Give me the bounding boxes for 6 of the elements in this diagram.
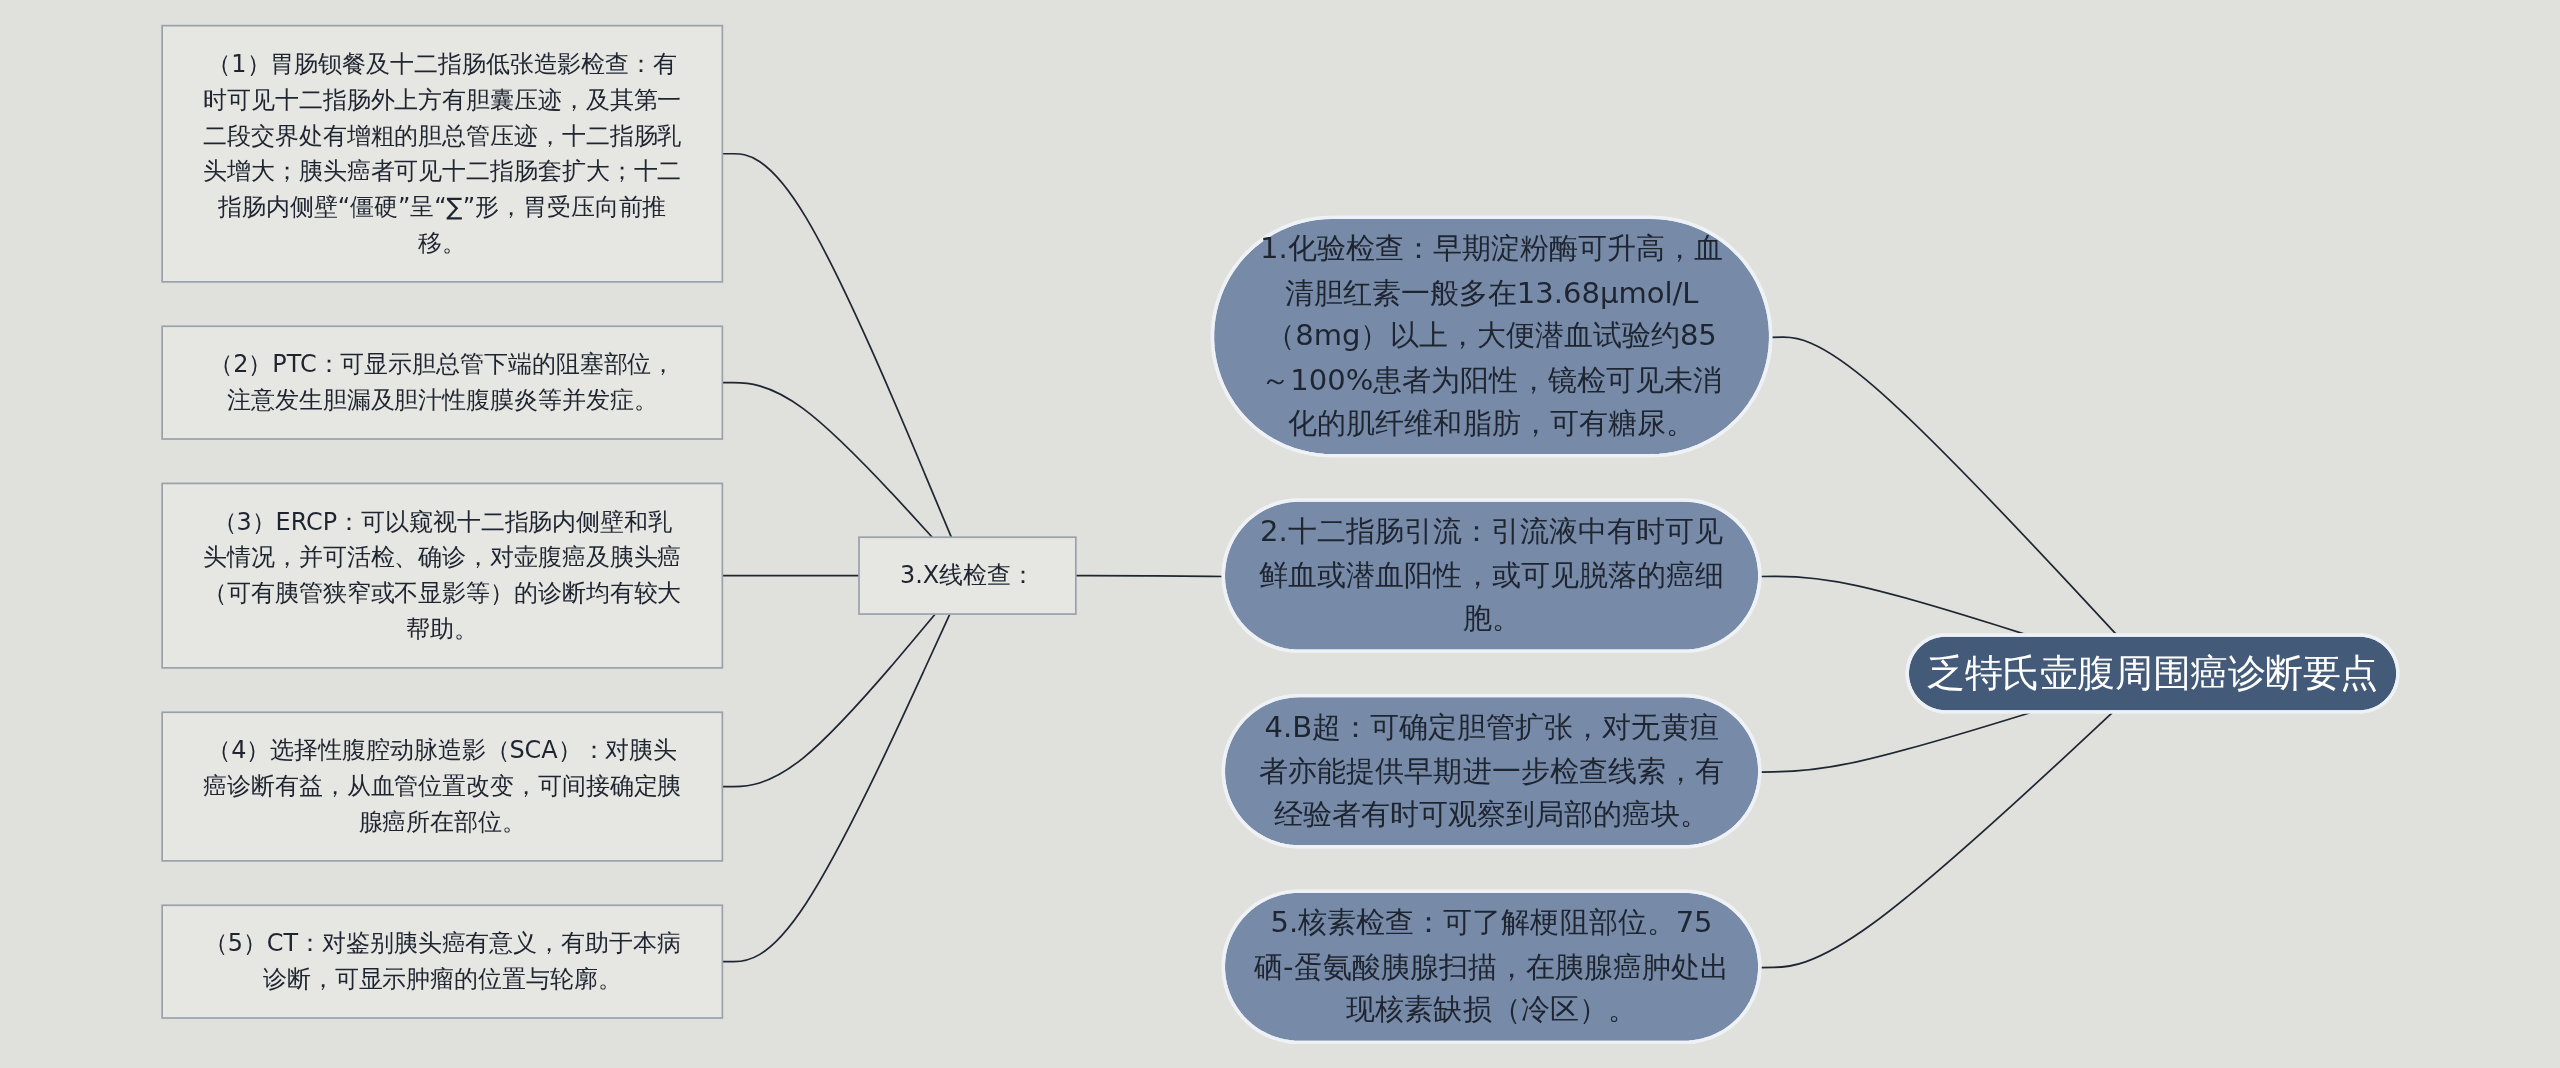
node-box: （5）CT：对鉴别胰头癌有意义，有助于本病诊断，可显示肿瘤的位置与轮廓。 xyxy=(161,904,724,1019)
node-box: （1）胃肠钡餐及十二指肠低张造影检查：有时可见十二指肠外上方有胆囊压迹，及其第一二段交界处有增粗的胆总管压迹，十二指肠乳头增大；胰头癌者可见十二指肠套扩大；十二指肠内侧壁“僵硬”呈“∑”形，胃受压向前推移。 xyxy=(161,24,724,283)
node-box: （2）PTC：可显示胆总管下端的阻塞部位，注意发生胆漏及胆汁性腹膜炎等并发症。 xyxy=(161,325,724,440)
node-box: （3）ERCP：可以窥视十二指肠内侧壁和乳头情况，并可活检、确诊，对壶腹癌及胰头癌（可有胰管狭窄或不显影等）的诊断均有较大帮助。 xyxy=(161,482,724,669)
node-box: （4）选择性腹腔动脉造影（SCA）：对胰头癌诊断有益，从血管位置改变，可间接确定胰腺癌所在部位。 xyxy=(161,711,724,862)
node-box: 3.X线检查： xyxy=(858,536,1077,615)
